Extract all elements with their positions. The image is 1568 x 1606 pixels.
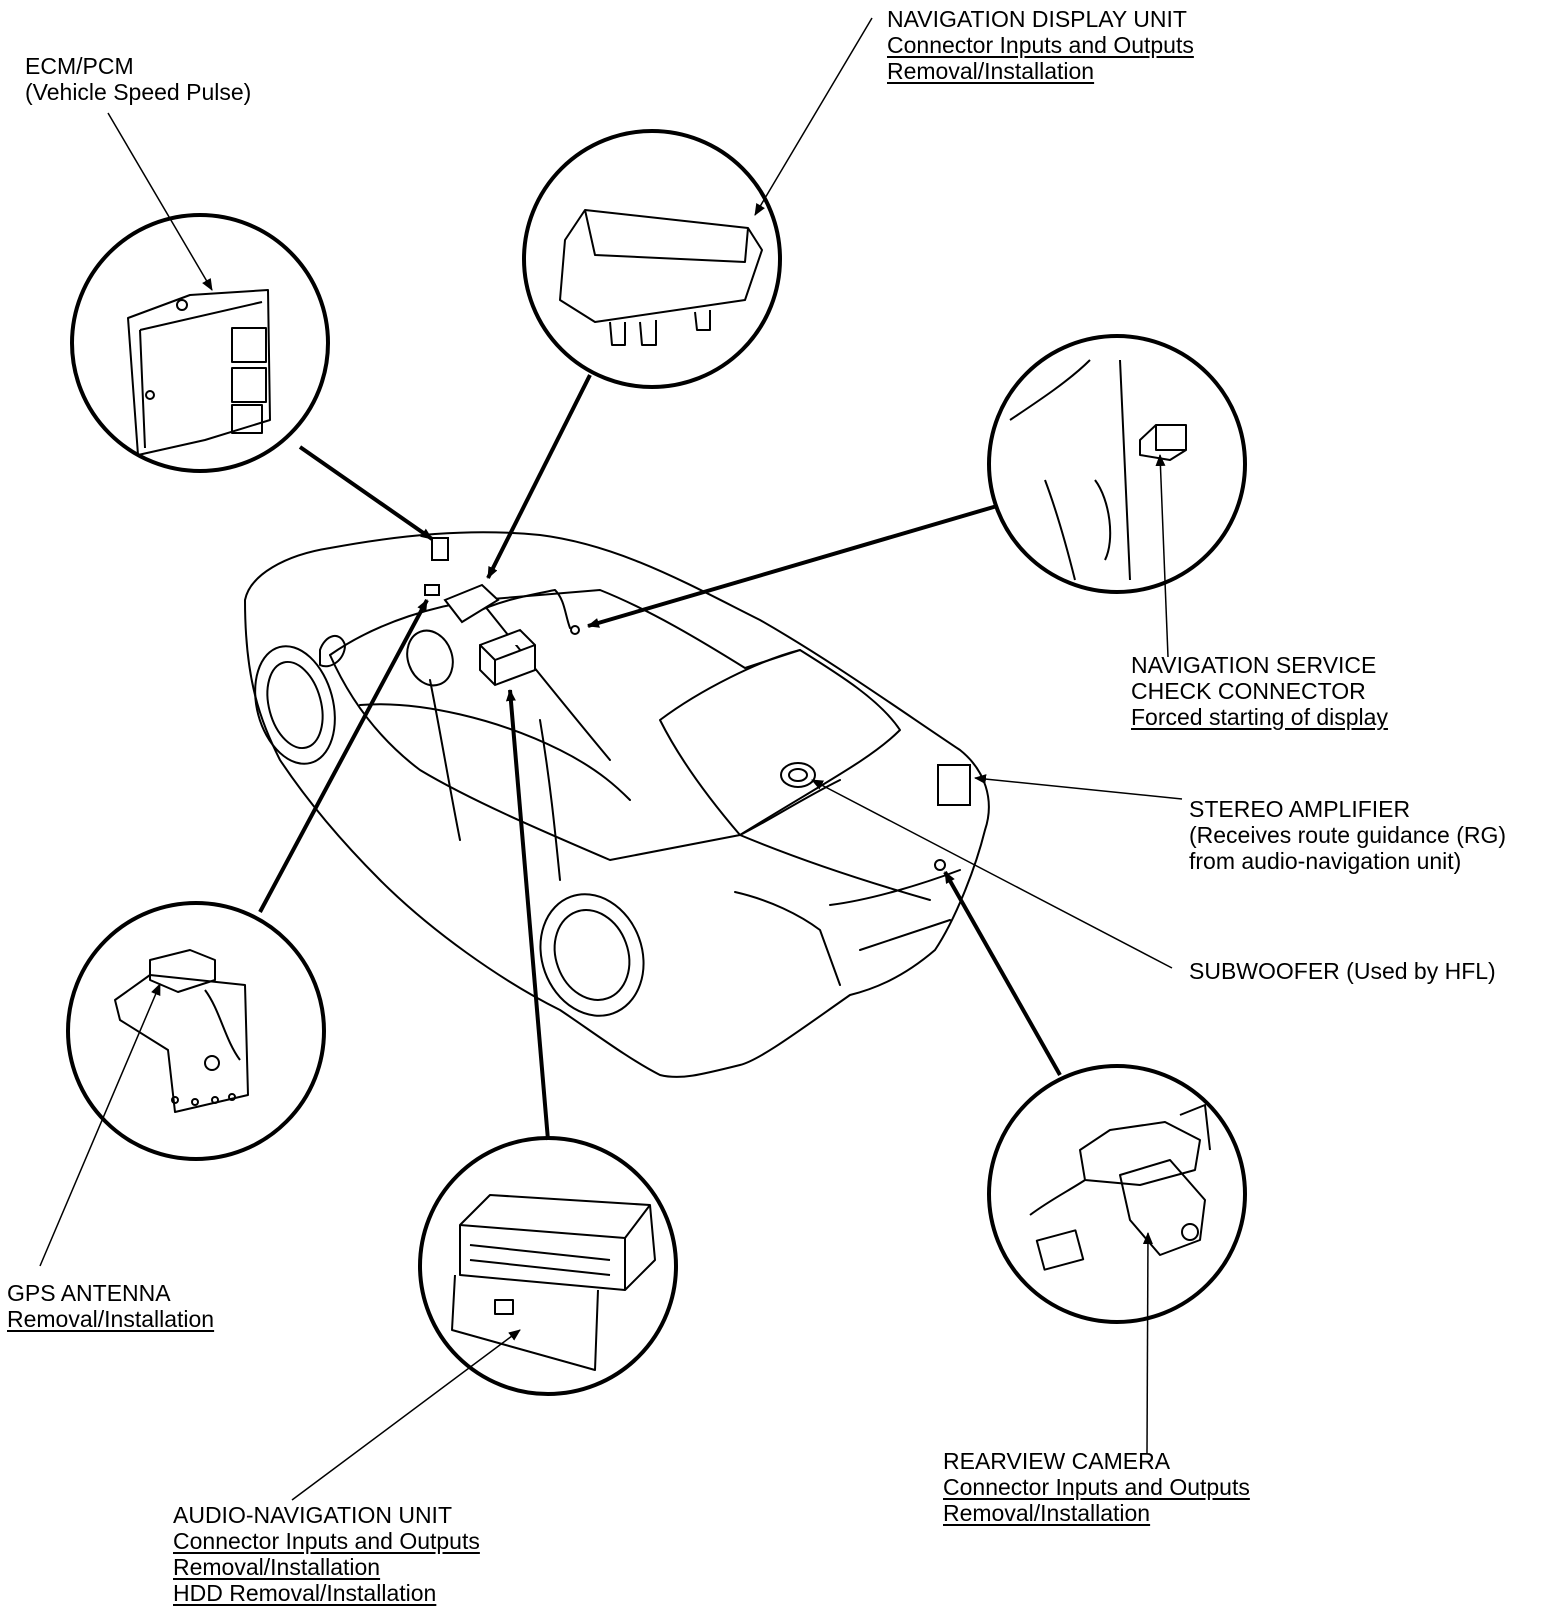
service-connector-dot (570, 625, 580, 635)
gps-callout: GPS ANTENNA Removal/Installation (7, 1280, 214, 1332)
camera-callout: REARVIEW CAMERA Connector Inputs and Out… (943, 1448, 1250, 1526)
camera-title: REARVIEW CAMERA (943, 1448, 1171, 1474)
gps-detail-circle (66, 901, 326, 1161)
nav-display-callout: NAVIGATION DISPLAY UNIT Connector Inputs… (887, 6, 1194, 84)
audio-nav-callout: AUDIO-NAVIGATION UNIT Connector Inputs a… (173, 1502, 480, 1606)
ecm-pcm-subtitle: (Vehicle Speed Pulse) (25, 79, 252, 105)
audio-nav-box (479, 628, 536, 687)
nav-service-callout: NAVIGATION SERVICE CHECK CONNECTOR Force… (1131, 652, 1388, 730)
ecm-detail-circle (70, 213, 330, 473)
stereo-amp-note-2: from audio-navigation unit) (1189, 848, 1462, 874)
audio-nav-connector-link[interactable]: Connector Inputs and Outputs (173, 1528, 480, 1554)
detail-sketches (114, 209, 1211, 1371)
car-components (424, 537, 971, 871)
camera-dot (934, 859, 946, 871)
ecm-pcm-title: ECM/PCM (25, 53, 134, 79)
nav-display-title: NAVIGATION DISPLAY UNIT (887, 6, 1187, 32)
small-connector (424, 584, 440, 596)
audio-nav-title: AUDIO-NAVIGATION UNIT (173, 1502, 452, 1528)
nav-display-detail-circle (522, 129, 782, 389)
car-illustration (244, 531, 990, 1078)
ecm-pcm-callout: ECM/PCM (Vehicle Speed Pulse) (25, 53, 251, 105)
nav-service-title-2: CHECK CONNECTOR (1131, 678, 1366, 704)
stereo-amp-box (937, 764, 971, 806)
service-connector-detail-circle (987, 334, 1247, 594)
gps-removal-link[interactable]: Removal/Installation (7, 1306, 215, 1332)
nav-service-title-1: NAVIGATION SERVICE (1131, 652, 1377, 678)
nav-display-removal-link[interactable]: Removal/Installation (887, 58, 1095, 84)
audio-nav-removal-link[interactable]: Removal/Installation (173, 1554, 381, 1580)
camera-connector-link[interactable]: Connector Inputs and Outputs (943, 1474, 1250, 1500)
nav-display-connector-link[interactable]: Connector Inputs and Outputs (887, 32, 1194, 58)
nav-display-box (443, 583, 500, 624)
audio-nav-detail-circle (418, 1136, 678, 1396)
subwoofer-callout: SUBWOOFER (Used by HFL) (1189, 958, 1496, 984)
stereo-amp-note-1: (Receives route guidance (RG) (1189, 822, 1507, 848)
camera-detail-circle (987, 1064, 1247, 1324)
nav-service-forced-start-link[interactable]: Forced starting of display (1131, 704, 1388, 730)
stereo-amp-title: STEREO AMPLIFIER (1189, 796, 1411, 822)
ecm-pcm-box (431, 537, 449, 561)
leader-lines (39, 17, 1183, 1501)
subwoofer-title: SUBWOOFER (Used by HFL) (1189, 958, 1496, 984)
detail-circles (66, 129, 1247, 1396)
stereo-amp-callout: STEREO AMPLIFIER (Receives route guidanc… (1189, 796, 1506, 874)
gps-title: GPS ANTENNA (7, 1280, 171, 1306)
camera-removal-link[interactable]: Removal/Installation (943, 1500, 1151, 1526)
audio-nav-hdd-link[interactable]: HDD Removal/Installation (173, 1580, 437, 1606)
